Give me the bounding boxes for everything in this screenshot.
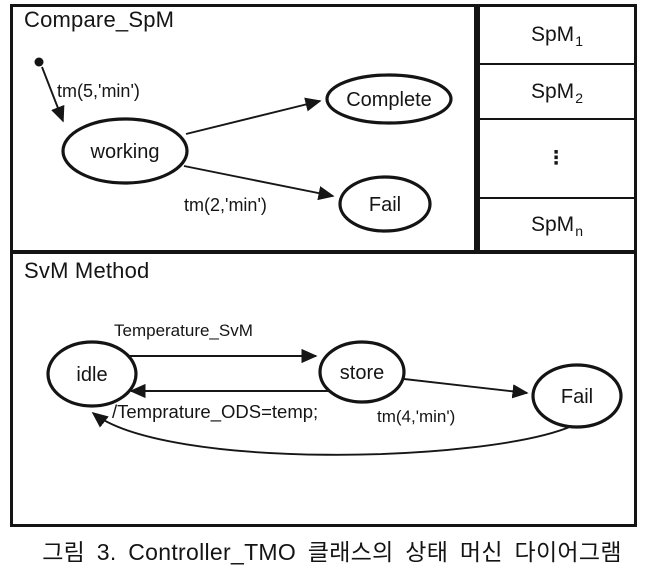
svm-method-title: SvM Method bbox=[24, 258, 150, 283]
fail-state-label-bottom: Fail bbox=[560, 386, 594, 408]
svm-method-panel bbox=[10, 251, 637, 527]
complete-state-label: Complete bbox=[346, 89, 432, 111]
spm-row-subscript: 1 bbox=[575, 33, 583, 49]
compare-spm-title: Compare_SpM bbox=[24, 7, 175, 32]
spm-row-subscript: 2 bbox=[575, 89, 583, 106]
store-to-idle-label: /Temprature_ODS=temp; bbox=[112, 401, 319, 422]
spm-row-subscript: n bbox=[575, 222, 583, 239]
working-state-label: working bbox=[90, 141, 160, 163]
idle-state-label: idle bbox=[76, 364, 108, 386]
spm-row-label: SpM bbox=[531, 79, 575, 103]
figure-caption: 그림 3. Controller_TMO 클래스의 상태 머신 다이어그램 bbox=[42, 539, 622, 565]
spm-row-label: SpM bbox=[531, 23, 575, 46]
store-state-label: store bbox=[339, 362, 385, 384]
idle-to-store-label: Temperature_SvM bbox=[114, 321, 253, 340]
init-transition-label: tm(5,'min') bbox=[57, 81, 140, 101]
store-to-fail-label: tm(4,'min') bbox=[377, 407, 456, 426]
working-to-fail-label: tm(2,'min') bbox=[184, 195, 267, 215]
spm-row-label: SpM bbox=[531, 212, 575, 236]
fail-state-label-top: Fail bbox=[368, 194, 402, 216]
spm-table-row-ellipsis: ⋮ bbox=[480, 120, 634, 199]
vertical-ellipsis: ⋮ bbox=[546, 148, 567, 169]
